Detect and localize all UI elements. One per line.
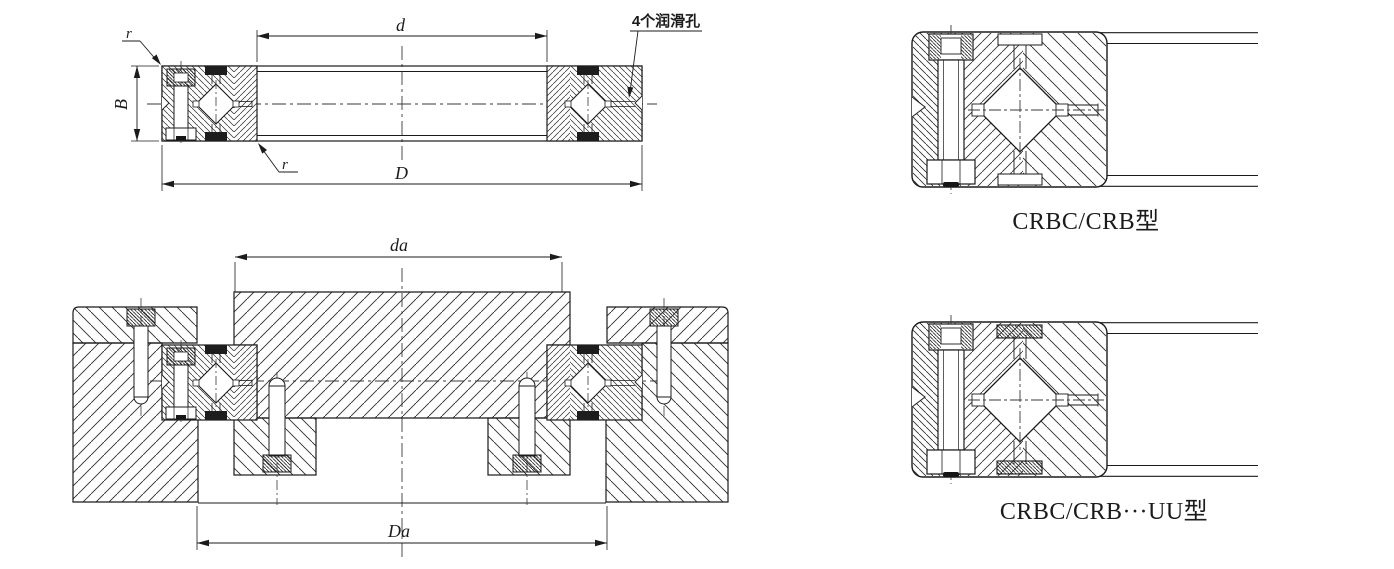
detail-section bbox=[912, 25, 1258, 194]
detail-caption-sealed: CRBC/CRB···UU型 bbox=[1000, 498, 1208, 525]
fillet-leader-bottom: r bbox=[258, 143, 298, 173]
mounted-bearing-right bbox=[546, 344, 643, 421]
seal-bottom bbox=[996, 460, 1043, 475]
detail-caption-open: CRBC/CRB型 bbox=[1012, 208, 1159, 235]
dimension-d: d bbox=[256, 15, 548, 62]
bearing-section-bolt-side bbox=[161, 60, 258, 147]
dim-label-D: D bbox=[394, 163, 408, 183]
lube-holes-note: 4个润滑孔 bbox=[627, 12, 702, 98]
seal-top bbox=[996, 324, 1043, 339]
dim-label-Da: Da bbox=[387, 521, 410, 541]
dim-label-da: da bbox=[390, 235, 408, 255]
mounting-cross-section-view: da Da bbox=[72, 235, 729, 558]
detail-section bbox=[912, 315, 1258, 484]
detail-view-crbc-crb-uu: CRBC/CRB···UU型 bbox=[912, 315, 1258, 525]
lube-note-label: 4个润滑孔 bbox=[632, 12, 700, 30]
housing-bolt-left bbox=[126, 298, 156, 416]
retainer-bottom bbox=[997, 173, 1043, 186]
bearing-cross-section-view: d D B r r 4个润滑孔 bbox=[111, 12, 702, 191]
dimension-D: D bbox=[161, 145, 643, 191]
mounted-bearing-left bbox=[161, 339, 258, 426]
fillet-label-top: r bbox=[126, 26, 132, 42]
fillet-leader-top: r bbox=[122, 26, 161, 65]
flange-bolt-left bbox=[262, 372, 292, 505]
dimension-da: da bbox=[234, 235, 563, 292]
bearing-section-lube-side bbox=[546, 65, 643, 142]
housing-bolt-right bbox=[649, 298, 679, 416]
dim-label-B: B bbox=[111, 99, 131, 110]
flange-bolt-right bbox=[512, 372, 542, 505]
retainer-top bbox=[997, 33, 1043, 46]
detail-view-crbc-crb: CRBC/CRB型 bbox=[912, 25, 1258, 235]
dimension-Da: Da bbox=[196, 506, 608, 550]
dimension-B: B bbox=[111, 65, 159, 142]
dim-label-d: d bbox=[396, 15, 406, 35]
fillet-label-bottom: r bbox=[282, 157, 288, 173]
